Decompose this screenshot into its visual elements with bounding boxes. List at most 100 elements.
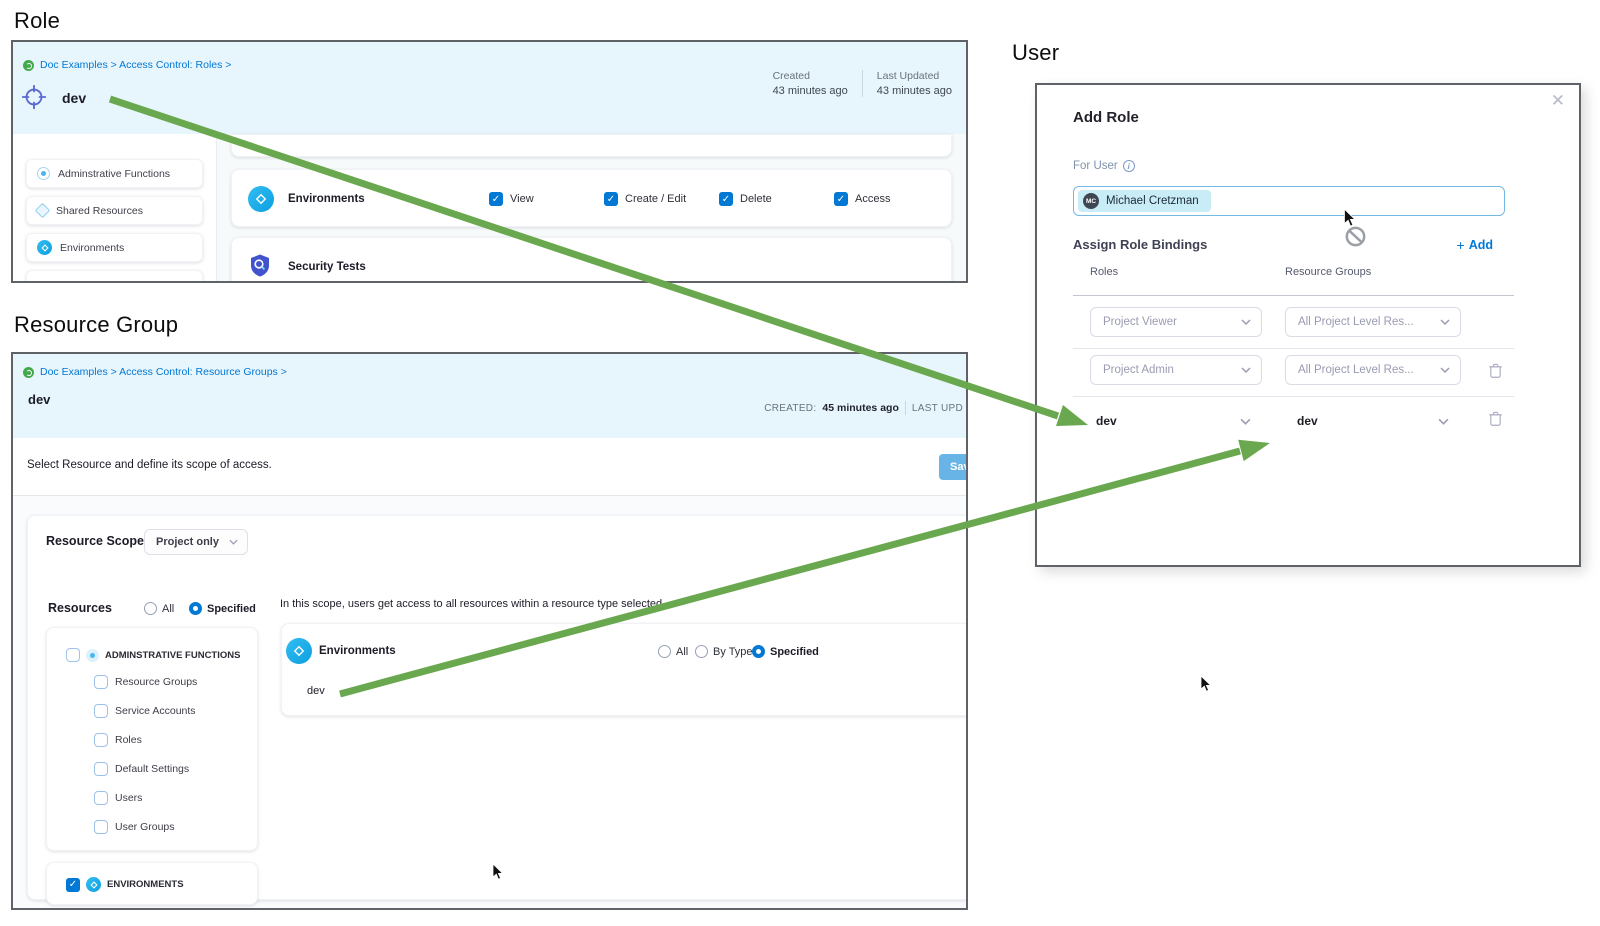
mouse-cursor-icon <box>1200 676 1212 692</box>
project-logo-icon <box>23 366 34 378</box>
tree-item-users[interactable]: Users <box>47 783 257 812</box>
sidebar-item-partial[interactable] <box>26 270 203 281</box>
permission-access[interactable]: ✓Access <box>834 192 890 206</box>
radio-label: All <box>162 602 175 615</box>
radio-off-icon[interactable] <box>144 602 157 615</box>
radio-label: By Type <box>713 645 753 658</box>
created-value: 43 minutes ago <box>772 85 848 97</box>
role-select-dev[interactable]: dev <box>1096 414 1117 428</box>
resource-group-select-1[interactable]: All Project Level Res... <box>1285 307 1461 337</box>
sidebar-item-environments[interactable]: Environments <box>26 233 203 262</box>
role-name: dev <box>62 90 87 106</box>
tree-group-administrative-functions[interactable]: ADMINSTRATIVE FUNCTIONS <box>47 643 257 667</box>
info-icon[interactable]: i <box>1122 160 1135 172</box>
tree-item-label: User Groups <box>115 820 175 833</box>
tree-item-service-accounts[interactable]: Service Accounts <box>47 696 257 725</box>
checkbox-checked-icon[interactable]: ✓ <box>719 192 733 206</box>
radio-on-icon[interactable] <box>189 602 202 615</box>
scope-environments-card: Environments All By Type Specified dev <box>281 623 966 716</box>
user-chip[interactable]: MC Michael Cretzman <box>1078 190 1211 212</box>
updated-value: 43 minutes ago <box>876 85 952 97</box>
checkbox-checked-icon[interactable]: ✓ <box>604 192 618 206</box>
permission-row-security-tests: Security Tests <box>231 237 952 281</box>
sidebar-item-administrative-functions[interactable]: Adminstrative Functions <box>26 159 203 188</box>
permission-row-partial <box>231 134 952 157</box>
permission-delete[interactable]: ✓Delete <box>719 192 772 206</box>
scope-row-label: Environments <box>319 645 396 657</box>
radio-off-icon[interactable] <box>695 645 708 658</box>
checkbox-checked-icon[interactable]: ✓ <box>66 877 80 892</box>
checkbox-unchecked-icon[interactable] <box>94 819 108 834</box>
close-icon[interactable]: ✕ <box>1550 91 1565 110</box>
tree-group-label: ENVIRONMENTS <box>107 879 184 890</box>
resource-row-label: Security Tests <box>288 261 366 273</box>
tree-item-user-groups[interactable]: User Groups <box>47 812 257 841</box>
for-user-label: For User <box>1073 160 1118 172</box>
chevron-down-icon[interactable] <box>1438 418 1449 425</box>
scope-specified-radio[interactable]: Specified <box>752 645 819 658</box>
add-binding-button[interactable]: + Add <box>1457 237 1494 253</box>
chevron-down-icon[interactable] <box>1240 418 1251 425</box>
add-button-label: Add <box>1468 238 1493 252</box>
meta-divider <box>904 401 906 415</box>
instruction-text: Select Resource and define its scope of … <box>27 459 272 471</box>
scope-selected-resource: dev <box>307 685 325 697</box>
updated-label: Last Updated <box>876 70 940 82</box>
sidebar-item-shared-resources[interactable]: Shared Resources <box>26 196 203 225</box>
resource-group-panel: Doc Examples > Access Control: Resource … <box>11 352 968 910</box>
sidebar-item-label: Shared Resources <box>56 204 143 217</box>
save-button[interactable]: Save <box>939 454 966 480</box>
role-meta: Created 43 minutes ago Last Updated 43 m… <box>773 70 952 97</box>
resource-scope-select[interactable]: Project only <box>144 529 248 555</box>
assign-role-bindings-heading: Assign Role Bindings <box>1073 237 1208 252</box>
scope-by-type-radio[interactable]: By Type <box>695 645 753 658</box>
user-input[interactable]: MC Michael Cretzman <box>1073 186 1505 216</box>
delete-binding-icon[interactable] <box>1488 362 1503 379</box>
resource-group-header: Doc Examples > Access Control: Resource … <box>13 354 966 438</box>
role-sidebar: Adminstrative Functions Shared Resources… <box>13 134 217 281</box>
scope-all-radio[interactable]: All <box>658 645 688 658</box>
role-select-project-viewer[interactable]: Project Viewer <box>1090 307 1262 337</box>
roles-column-header: Roles <box>1090 266 1119 278</box>
resource-group-meta: CREATED: 45 minutes ago LAST UPD <box>764 401 963 415</box>
resource-group-select-2[interactable]: All Project Level Res... <box>1285 355 1461 385</box>
resource-group-toolbar: Select Resource and define its scope of … <box>13 438 966 496</box>
tree-item-roles[interactable]: Roles <box>47 725 257 754</box>
resources-specified-radio[interactable]: Specified <box>189 602 256 615</box>
checkbox-unchecked-icon[interactable] <box>94 703 108 718</box>
checkbox-unchecked-icon[interactable] <box>94 674 108 689</box>
resource-group-breadcrumb[interactable]: Doc Examples > Access Control: Resource … <box>40 366 287 378</box>
radio-off-icon[interactable] <box>658 645 671 658</box>
checkbox-unchecked-icon[interactable] <box>94 761 108 776</box>
resource-group-select-dev[interactable]: dev <box>1297 414 1318 428</box>
delete-binding-icon[interactable] <box>1488 410 1503 427</box>
section-title-resource-group: Resource Group <box>14 312 179 337</box>
permission-view[interactable]: ✓ View <box>489 192 534 206</box>
section-title-role: Role <box>14 8 61 33</box>
dialog-title: Add Role <box>1073 109 1139 126</box>
checkbox-unchecked-icon[interactable] <box>94 790 108 805</box>
permission-create-edit[interactable]: ✓Create / Edit <box>604 192 686 206</box>
resource-row-label: Environments <box>288 193 365 205</box>
checkbox-checked-icon[interactable]: ✓ <box>489 192 503 206</box>
checkbox-unchecked-icon[interactable] <box>66 648 80 662</box>
created-value: 45 minutes ago <box>822 402 899 414</box>
tree-item-default-settings[interactable]: Default Settings <box>47 754 257 783</box>
role-select-project-admin[interactable]: Project Admin <box>1090 355 1262 385</box>
permission-label: View <box>510 193 534 205</box>
updated-label: LAST UPD <box>911 402 963 414</box>
plus-icon: + <box>1456 237 1465 253</box>
section-title-user: User <box>1012 40 1060 65</box>
resources-all-radio[interactable]: All <box>144 602 174 615</box>
shared-resources-icon <box>34 202 51 219</box>
radio-on-icon[interactable] <box>752 645 765 658</box>
sidebar-item-label: Environments <box>60 241 125 254</box>
resource-tree-environments-card[interactable]: ✓ ENVIRONMENTS <box>46 862 258 905</box>
chevron-down-icon <box>1241 367 1251 373</box>
project-logo-icon <box>23 59 34 71</box>
tree-item-resource-groups[interactable]: Resource Groups <box>47 667 257 696</box>
role-breadcrumb[interactable]: Doc Examples > Access Control: Roles > <box>40 59 232 71</box>
checkbox-checked-icon[interactable]: ✓ <box>834 192 848 206</box>
checkbox-unchecked-icon[interactable] <box>94 732 108 747</box>
